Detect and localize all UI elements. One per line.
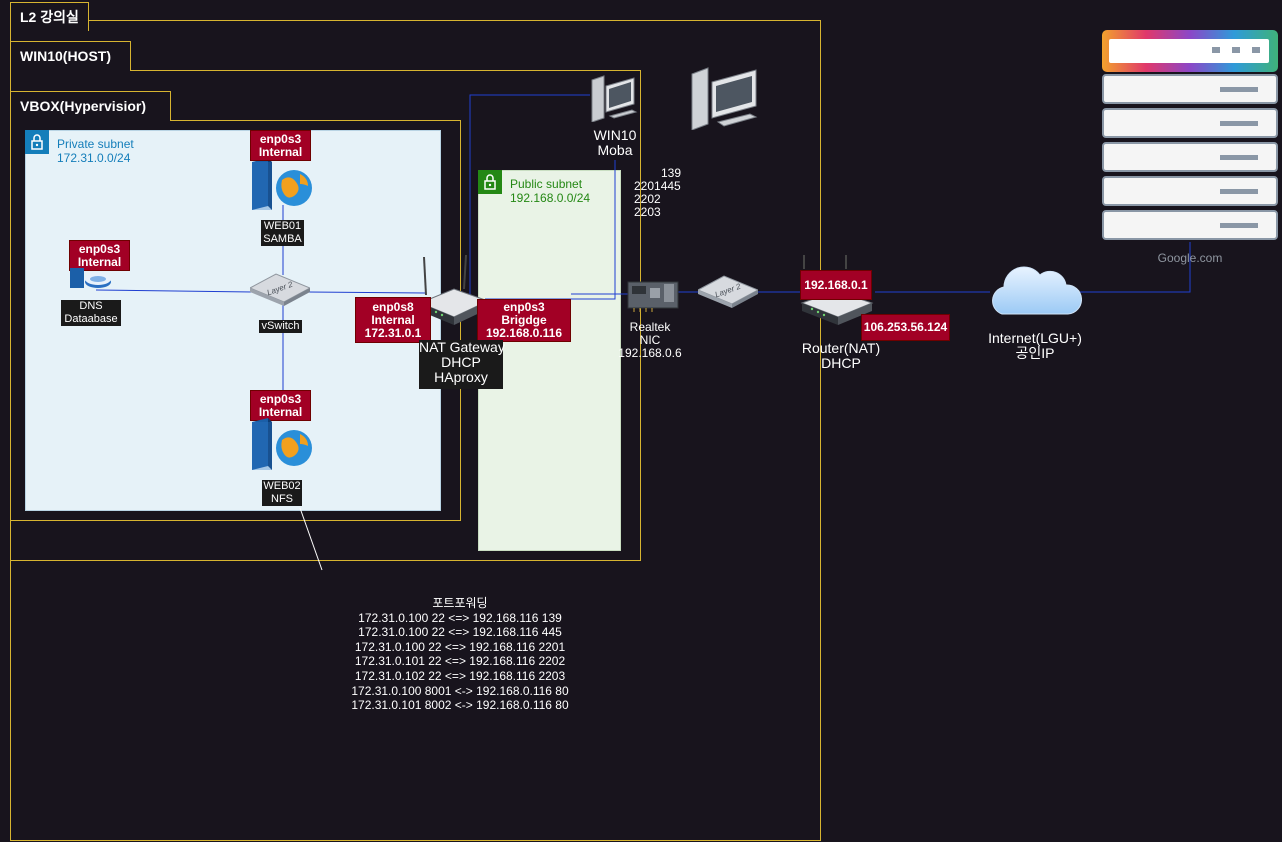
- server-unit: [1102, 210, 1278, 240]
- web-server-icon: [250, 418, 316, 470]
- port-list: 139 2201445 2202 2203: [634, 166, 682, 219]
- network-card-icon: [626, 278, 680, 312]
- server-unit: [1102, 74, 1278, 104]
- port-forwarding-rule: 172.31.0.100 22 <=> 192.168.116 139: [358, 610, 562, 625]
- classroom-tab: L2 강의실: [10, 2, 89, 31]
- port-forwarding-rule: 172.31.0.101 8002 <-> 192.168.0.116 80: [351, 698, 569, 713]
- desktop-computer-icon: [588, 72, 638, 122]
- lock-icon: [25, 130, 49, 154]
- nat-gateway-label: NAT Gateway DHCP HAproxy: [419, 340, 505, 389]
- port-forwarding-rule: 172.31.0.102 22 <=> 192.168.116 2203: [354, 668, 566, 683]
- google-label: Google.com: [1157, 251, 1223, 265]
- server-unit: [1102, 176, 1278, 206]
- layer2-switch-icon: Layer 2: [250, 272, 310, 308]
- port-forwarding-title: 포트포워딩: [432, 596, 488, 610]
- port-forwarding-rule: 172.31.0.100 22 <=> 192.168.116 2201: [354, 639, 566, 654]
- port-forwarding-note: 포트포워딩 172.31.0.100 22 <=> 192.168.116 13…: [330, 596, 590, 713]
- public-subnet-cidr: 192.168.0.0/24: [510, 191, 591, 205]
- database-icon: [70, 268, 112, 290]
- vswitch-label: vSwitch: [259, 320, 302, 333]
- layer2-switch-icon: Layer 2: [698, 274, 758, 310]
- private-subnet-name: Private subnet: [57, 137, 134, 151]
- private-subnet-cidr: 172.31.0.0/24: [57, 151, 131, 165]
- internet-label: Internet(LGU+)공인IP: [988, 330, 1082, 361]
- desktop-computer-icon: [690, 62, 760, 130]
- lock-icon: [478, 170, 502, 194]
- web-server-icon: [250, 158, 316, 210]
- cloud-icon: [988, 262, 1082, 322]
- port-forwarding-rule: 172.31.0.100 8001 <-> 192.168.0.116 80: [351, 683, 569, 698]
- server-unit: [1102, 142, 1278, 172]
- server-stack-icon: [1100, 30, 1280, 244]
- port-forwarding-rule: 172.31.0.101 22 <=> 192.168.116 2202: [354, 654, 566, 669]
- router-label: Router(NAT)DHCP: [801, 340, 881, 371]
- hypervisor-tab: VBOX(Hypervisior): [10, 91, 171, 121]
- server-unit: [1102, 108, 1278, 138]
- public-subnet-name: Public subnet: [510, 177, 583, 191]
- port-forwarding-rule: 172.31.0.100 22 <=> 192.168.116 445: [358, 625, 562, 640]
- router-lan-tag: 192.168.0.1: [800, 270, 872, 300]
- router-wan-tag: 106.253.56.124: [861, 314, 950, 341]
- host-tab: WIN10(HOST): [10, 41, 131, 71]
